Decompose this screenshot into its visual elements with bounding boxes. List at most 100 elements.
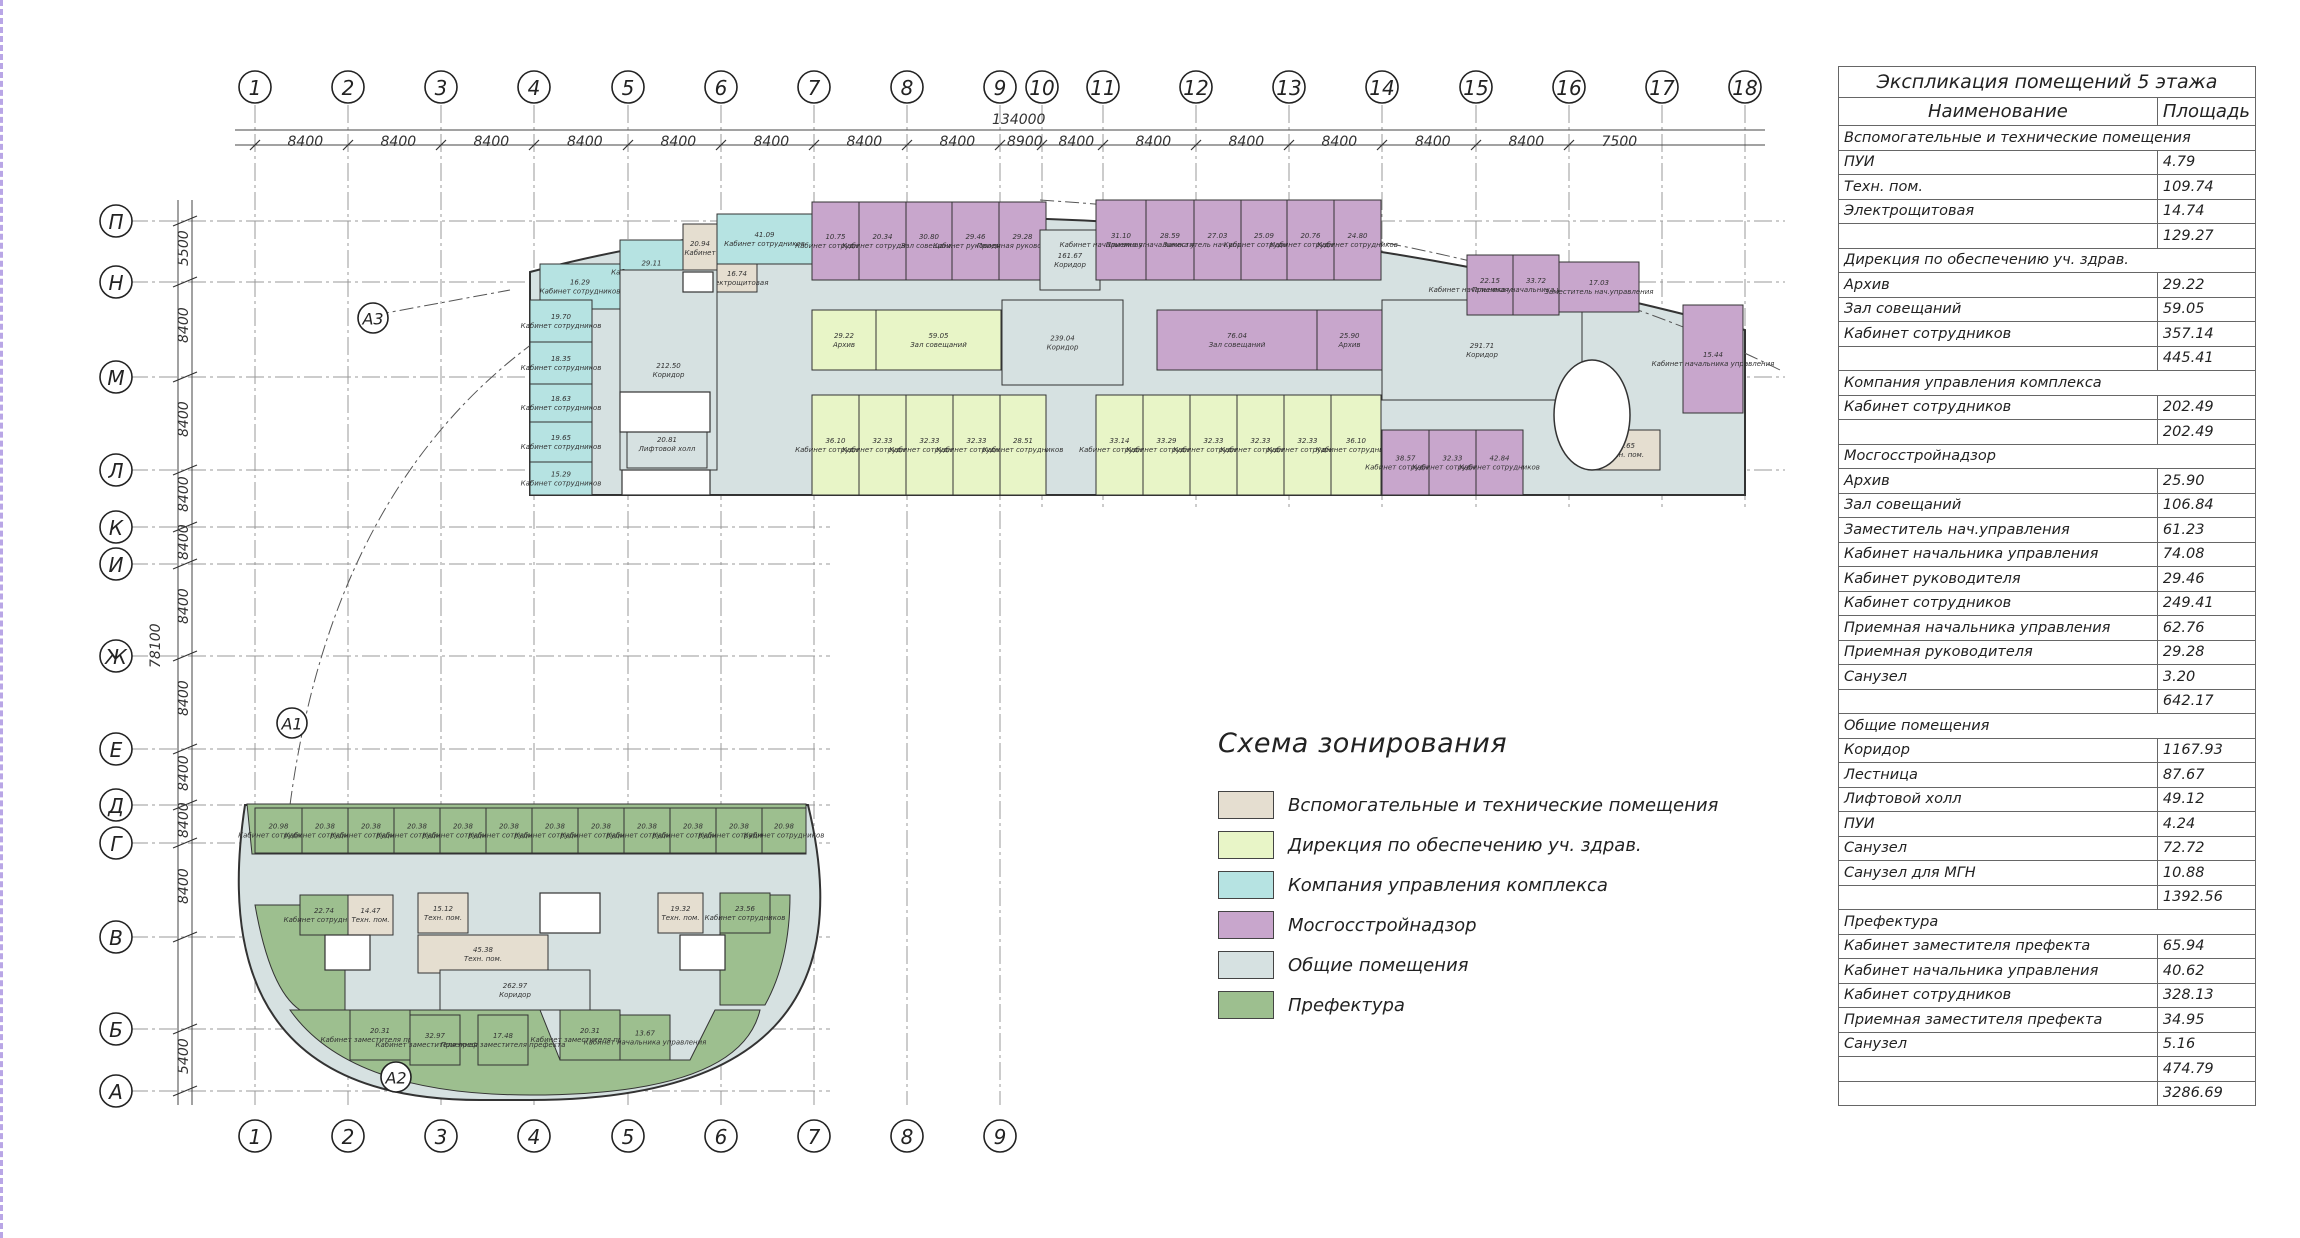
axis-number: 6 xyxy=(715,76,728,100)
room-name: Кабинет сотрудников xyxy=(842,446,923,454)
room xyxy=(477,1014,529,1066)
room-area-cell: 61.23 xyxy=(2156,517,2257,543)
room-name-cell xyxy=(1838,688,2158,714)
group-heading-row: Префектура xyxy=(1838,909,2256,935)
room-name: Архив xyxy=(1337,341,1360,349)
room xyxy=(485,807,533,854)
axis-marker-top: 4 xyxy=(517,70,551,104)
room-name: Кабинет сотрудников xyxy=(1365,464,1446,472)
room-name: Коридор xyxy=(653,371,685,379)
room-area-cell: 10.88 xyxy=(2156,860,2257,886)
room-name-cell: Санузел xyxy=(1838,835,2158,861)
page-border-dashed xyxy=(0,0,6,1238)
room-name: Приемная начальника управления xyxy=(1106,241,1235,249)
group-heading: Вспомогательные и технические помещения xyxy=(1838,125,2256,151)
room-name: Техн. пом. xyxy=(464,955,502,963)
vertical-span-label: 8400 xyxy=(176,476,192,512)
room-name-cell: Архив xyxy=(1838,468,2158,494)
room-area-cell: 34.95 xyxy=(2156,1007,2257,1033)
room-name: Кабинет сотрудников xyxy=(521,404,602,412)
room-area: 20.38 xyxy=(637,823,658,831)
room-area: 10.75 xyxy=(825,233,846,241)
axis-circle xyxy=(99,639,133,673)
room-area: 32.33 xyxy=(919,437,939,445)
axis-number: 10 xyxy=(1029,76,1054,100)
room xyxy=(1316,309,1383,371)
axis-marker-top: 10 xyxy=(1025,70,1059,104)
room-name: Кабинет сотрудников xyxy=(936,446,1017,454)
room xyxy=(1039,229,1101,291)
room xyxy=(1095,199,1147,281)
room-area: 30.80 xyxy=(919,233,940,241)
room-name-cell: Лифтовой холл xyxy=(1838,786,2158,812)
axis-marker-bottom: 3 xyxy=(424,1119,458,1153)
room-area: 18.63 xyxy=(551,395,571,403)
room-name-cell: Кабинет сотрудников xyxy=(1838,590,2158,616)
room-name-cell: Архив xyxy=(1838,272,2158,298)
room-name: Кабинет сотрудников xyxy=(1267,446,1348,454)
room-name: Кабинет сотрудников xyxy=(1224,241,1305,249)
legend-item: Компания управления комплекса xyxy=(1218,865,1778,905)
room xyxy=(529,461,593,496)
axis-number: 8 xyxy=(901,1125,914,1149)
axis-circle xyxy=(1086,70,1120,104)
axis-number: 5 xyxy=(622,76,635,100)
legend-label: Мосгосстройнадзор xyxy=(1288,914,1477,936)
room-area: 161.67 xyxy=(1058,252,1083,260)
dimension-tick xyxy=(901,139,913,151)
room-area-cell: 642.17 xyxy=(2156,688,2257,714)
room-name-cell: Приемная руководителя xyxy=(1838,639,2158,665)
legend-label: Общие помещения xyxy=(1288,954,1469,976)
room-area: 32.33 xyxy=(1297,437,1317,445)
dimension-tick xyxy=(528,139,540,151)
axis-circle xyxy=(797,1119,831,1153)
span-label: 8400 xyxy=(1415,134,1451,150)
axis-circle xyxy=(517,1119,551,1153)
room-area: 20.34 xyxy=(872,233,892,241)
legend-item: Мосгосстройнадзор xyxy=(1218,905,1778,945)
span-label: 8400 xyxy=(288,134,324,150)
room xyxy=(1145,199,1195,281)
room-area: 15.44 xyxy=(1703,351,1723,359)
room-name: Кабинет сотрудников xyxy=(521,480,602,488)
axis-circle xyxy=(424,1119,458,1153)
axis-circle xyxy=(99,510,133,544)
room xyxy=(682,223,718,273)
axis-letter: Ж xyxy=(103,645,128,669)
room-name-cell xyxy=(1838,419,2158,445)
room-name: Архив xyxy=(832,341,855,349)
room xyxy=(619,1014,671,1061)
room-area-cell: 72.72 xyxy=(2156,835,2257,861)
legend-item: Вспомогательные и технические помещения xyxy=(1218,785,1778,825)
group-heading: Общие помещения xyxy=(1838,713,2256,739)
room xyxy=(577,807,625,854)
axis-letter: В xyxy=(109,926,123,950)
axis-number: 6 xyxy=(715,1125,728,1149)
axis-letter: Л xyxy=(107,459,123,483)
group-total-row: 129.27 xyxy=(1838,223,2257,249)
room xyxy=(559,1009,621,1061)
dimension-tick xyxy=(172,1085,198,1097)
room-name: Лифтовой холл xyxy=(638,445,696,453)
room xyxy=(999,394,1047,496)
legend-label: Компания управления комплекса xyxy=(1288,874,1608,896)
axis-circle xyxy=(611,1119,645,1153)
room-area: 20.81 xyxy=(657,436,677,444)
room-name-cell: ПУИ xyxy=(1838,149,2158,175)
axis-number: 17 xyxy=(1649,76,1675,100)
elevator-core xyxy=(619,391,711,433)
room-area-cell: 357.14 xyxy=(2156,321,2257,347)
stair-core xyxy=(679,934,726,971)
room-area-cell: 3286.69 xyxy=(2156,1080,2257,1106)
axis-circle xyxy=(983,70,1017,104)
axis-circle xyxy=(99,547,133,581)
group-heading: Префектура xyxy=(1838,909,2256,935)
room-area: 20.38 xyxy=(315,823,336,831)
room-name: Кабинет сотрудников xyxy=(889,446,970,454)
